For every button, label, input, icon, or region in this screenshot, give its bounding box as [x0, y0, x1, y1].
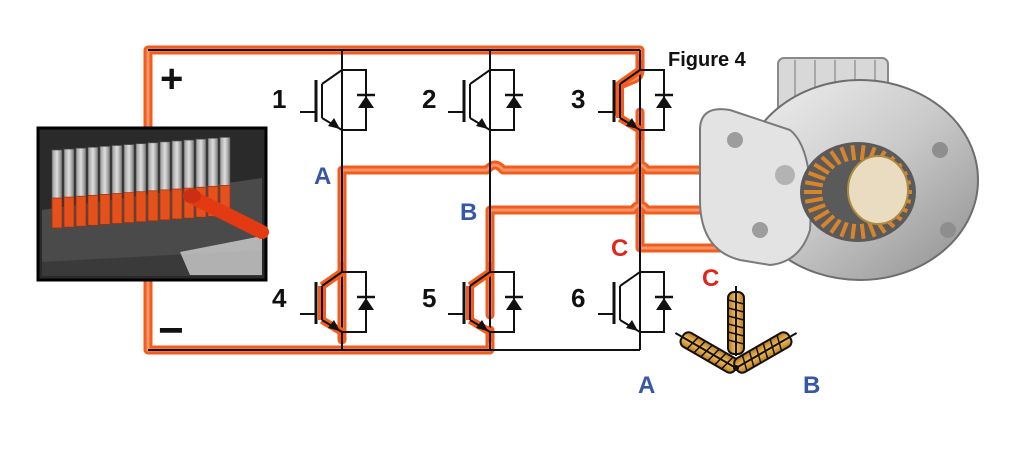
battery-cells	[51, 137, 231, 229]
stator-coil	[839, 221, 849, 238]
igbt-switch-group	[300, 60, 673, 342]
switch-label-5: 5	[422, 283, 436, 313]
battery-cell	[219, 137, 231, 216]
battery-cell	[135, 143, 147, 223]
electric-motor-image	[699, 57, 979, 281]
stator-coil	[839, 146, 849, 163]
igbt-switch-6	[598, 262, 673, 342]
star-winding-symbol	[674, 286, 798, 374]
figure-label: Figure 4	[668, 49, 747, 71]
stator-coil	[867, 221, 877, 238]
battery-cell	[87, 146, 99, 226]
switch-label-6: 6	[571, 283, 585, 313]
battery-cell	[63, 148, 75, 228]
battery-cell	[123, 144, 135, 223]
battery-cell	[51, 149, 63, 229]
stator-coil	[859, 145, 866, 161]
phase-label-c: C	[611, 235, 628, 262]
switch-label-4: 4	[272, 283, 287, 313]
stator-coil	[804, 180, 824, 188]
stator-coil	[813, 162, 830, 175]
phase-label-a: A	[314, 163, 331, 190]
switch-label-3: 3	[571, 84, 585, 114]
winding-label-c: C	[702, 265, 719, 292]
stator-coil	[807, 203, 826, 213]
positive-rail-sign: +	[160, 57, 183, 101]
battery-cell	[147, 142, 159, 222]
igbt-switch-3	[598, 60, 673, 140]
igbt-switch-1	[300, 60, 375, 140]
battery-cell	[99, 146, 111, 225]
igbt-switch-4	[300, 262, 375, 342]
stator-coil	[850, 223, 857, 239]
battery-cell	[183, 139, 195, 219]
winding-label-b: B	[803, 372, 820, 399]
stator-coil	[820, 214, 836, 229]
wiring	[148, 49, 641, 351]
stator-coil	[804, 196, 824, 204]
battery-cell	[171, 140, 183, 220]
battery-cell	[75, 147, 87, 227]
winding-label-a: A	[638, 372, 655, 399]
stator-coil	[829, 150, 842, 166]
stator-coil	[859, 223, 866, 239]
battery-pack-image	[36, 126, 269, 282]
stator-coil	[813, 209, 830, 222]
stator-coil	[829, 218, 842, 234]
igbt-switch-2	[448, 60, 523, 140]
negative-rail-sign: −	[158, 306, 184, 355]
stator-coil	[807, 171, 826, 181]
igbt-switch-5	[448, 262, 523, 342]
winding-coil-c	[727, 286, 745, 356]
stator-coil	[820, 155, 836, 170]
stator-coil	[850, 145, 857, 161]
battery-cell	[111, 145, 123, 224]
switch-label-1: 1	[272, 84, 286, 114]
battery-cell	[159, 141, 171, 221]
phase-label-b: B	[460, 199, 477, 226]
switch-label-2: 2	[422, 84, 436, 114]
winding-coil-b	[733, 331, 798, 374]
